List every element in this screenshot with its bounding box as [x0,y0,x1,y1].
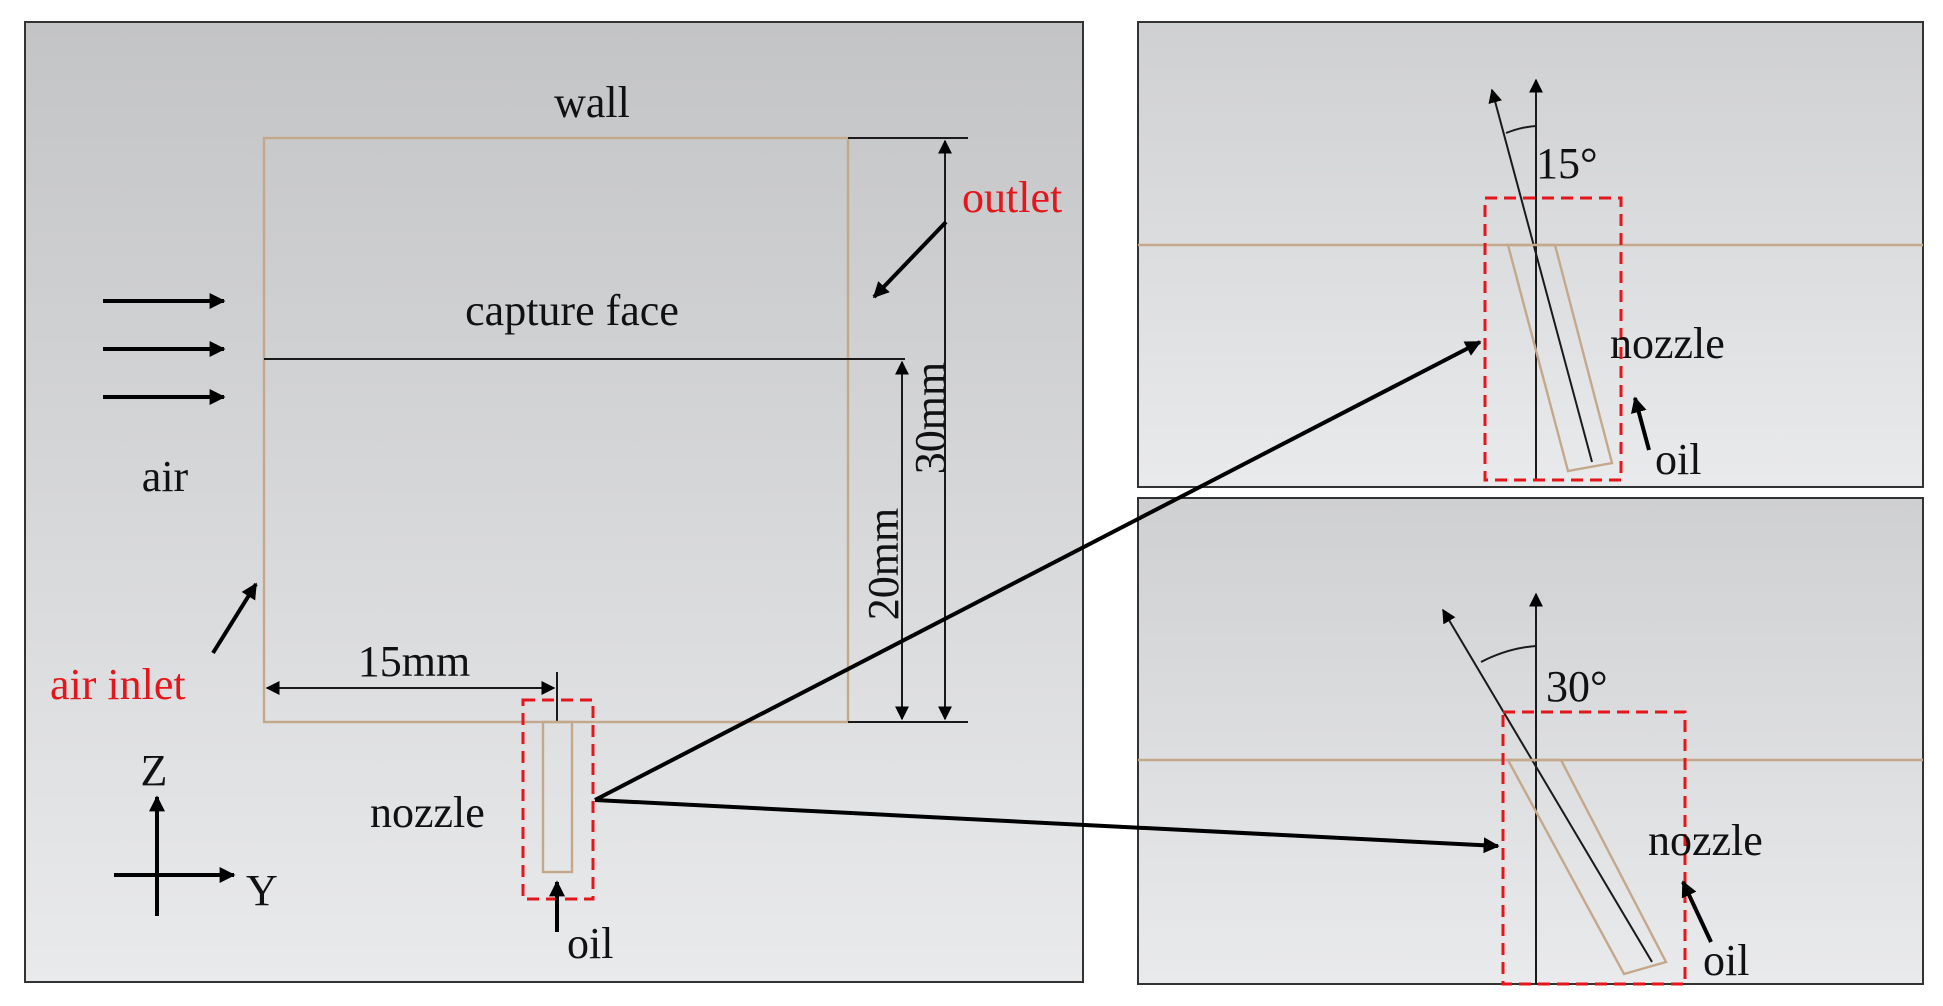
axis-indicator: Z Y [114,746,278,916]
inset-15deg-oil-arrow [1631,396,1651,451]
oil-label: oil [567,919,613,968]
inset-30deg-highlight-box [1501,710,1687,986]
main-panel: 30mm 20mm 15mm wall capture face outlet … [24,21,1084,983]
inset-30deg-panel: 30° nozzle oil [1137,497,1924,986]
air-inlet-label: air inlet [50,660,186,709]
air-flow-arrows [103,293,226,405]
inset-30deg-oil-arrow [1681,880,1713,943]
inset-15deg-nozzle-label: nozzle [1610,319,1725,368]
dim-20mm-label: 20mm [859,508,908,620]
nozzle-label: nozzle [370,788,485,837]
nozzle-body [541,720,574,874]
zoom-arrow-to-30deg [594,798,1500,854]
inset-15deg-frame [1137,21,1924,488]
outlet-pointer-arrow [872,220,948,299]
inset-30deg-nozzle-body [1505,758,1668,976]
inset-15deg-oil-label: oil [1655,435,1701,484]
dim-15mm-label: 15mm [358,637,470,686]
air-inlet-pointer-arrow [211,582,258,655]
axis-y-label: Y [246,866,278,915]
inset-15deg-panel: 15° nozzle oil [1137,21,1924,488]
inset-30deg-nozzle-label: nozzle [1648,816,1763,865]
inset-30deg-frame [1137,497,1924,985]
inset-15deg-highlight-box [1483,196,1623,482]
outlet-label: outlet [962,173,1062,222]
inset-30deg-nozzle-axis [1442,608,1653,963]
inset-15deg-nozzle-body [1506,243,1614,473]
air-label: air [142,452,189,501]
zoom-arrow-to-15deg [594,340,1482,802]
inset-30deg-oil-label: oil [1703,936,1749,985]
inset-15deg-angle-arc [1505,125,1537,134]
inset-30deg-angle-arc [1480,645,1537,663]
axis-z-label: Z [141,746,168,795]
dim-30mm-label: 30mm [906,362,955,474]
capture-face-label: capture face [465,286,679,335]
inset-15deg-nozzle-axis [1488,88,1593,463]
inset-30deg-angle-label: 30° [1546,662,1608,711]
inset-15deg-angle-label: 15° [1536,139,1598,188]
main-panel-frame [24,21,1084,983]
wall-label: wall [554,78,630,127]
